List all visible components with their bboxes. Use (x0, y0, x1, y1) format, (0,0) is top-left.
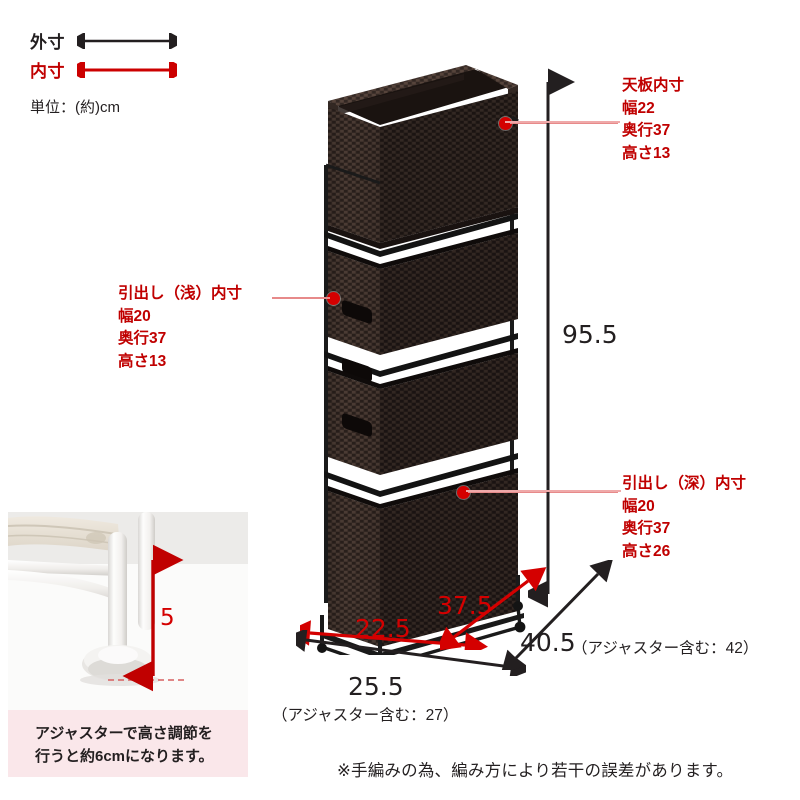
top-plate-width: 幅22 (622, 99, 655, 117)
legend-outer-arrow-icon (77, 32, 177, 49)
shallow-drawer-width: 幅20 (118, 307, 151, 325)
legend-inner-label: 内寸 (30, 62, 65, 81)
leader-line-shallow-drawer (272, 297, 330, 299)
dimension-outer-depth: 40.5 (520, 628, 576, 657)
deep-drawer-width: 幅20 (622, 497, 655, 515)
dimension-inner-depth: 37.5 (437, 591, 493, 620)
legend-unit-label: 単位：(約)cm (30, 99, 120, 116)
leader-dot-shallow-drawer (327, 292, 340, 305)
shallow-drawer-height: 高さ13 (118, 352, 167, 370)
furniture-leg-illustration (8, 512, 248, 722)
legend-inner-arrow-icon (77, 61, 177, 78)
shallow-drawer-depth: 奥行37 (118, 330, 167, 348)
adjuster-caption-box: アジャスターで高さ調節を 行うと約6cmになります。 (8, 710, 248, 777)
dimension-outer-depth-note: （アジャスター含む：42） (572, 640, 759, 657)
outer-width-arrow-icon (284, 628, 533, 679)
adjuster-inset-photo: 5 アジャスターで高さ調節を 行うと約6cmになります。 (8, 512, 248, 777)
guide-line-top (505, 121, 620, 123)
leader-dot-deep-drawer (457, 486, 470, 499)
deep-drawer-depth: 奥行37 (622, 520, 671, 538)
annotation-top-plate-text: 天板内寸 幅22 奥行37 高さ13 (622, 75, 684, 166)
height-arrow-icon (521, 68, 575, 608)
rattan-chest-drawing (317, 65, 526, 674)
dimension-outer-width: 25.5 (348, 672, 404, 701)
legend-outer-label: 外寸 (30, 33, 65, 52)
leader-dot-top-plate (499, 117, 512, 130)
outer-depth-arrow-icon (500, 558, 614, 674)
weaving-variance-footnote: ※手編みの為、編み方により若干の誤差があります。 (337, 762, 734, 780)
dimension-total-height: 95.5 (562, 320, 618, 349)
legend-outer-row: 外寸 (30, 28, 177, 53)
adjuster-caption-line2: 行うと約6cmになります。 (35, 748, 214, 765)
deep-drawer-height: 高さ26 (622, 542, 671, 560)
annotation-shallow-drawer-text: 引出し（浅）内寸 幅20 奥行37 高さ13 (118, 283, 242, 374)
shallow-drawer-title: 引出し（浅）内寸 (118, 285, 243, 302)
adjuster-caption-line1: アジャスターで高さ調節を (35, 725, 213, 742)
top-plate-depth: 奥行37 (622, 122, 671, 140)
annotation-deep-drawer-text: 引出し（深）内寸 幅20 奥行37 高さ26 (622, 473, 746, 564)
product-illustration (280, 55, 560, 674)
guide-line-bottom (466, 490, 621, 492)
outer-width-dimension (284, 628, 533, 679)
top-plate-title: 天板内寸 (622, 77, 685, 94)
deep-drawer-title: 引出し（深）内寸 (622, 475, 747, 492)
height-dimension-95-5 (521, 60, 588, 620)
top-plate-height: 高さ13 (622, 144, 671, 162)
dimension-outer-width-note: （アジャスター含む：27） (272, 707, 459, 724)
outer-depth-dimension (500, 558, 630, 674)
dimension-adjuster-gap: 5 (160, 605, 175, 631)
legend-inner-row: 内寸 (30, 57, 177, 82)
